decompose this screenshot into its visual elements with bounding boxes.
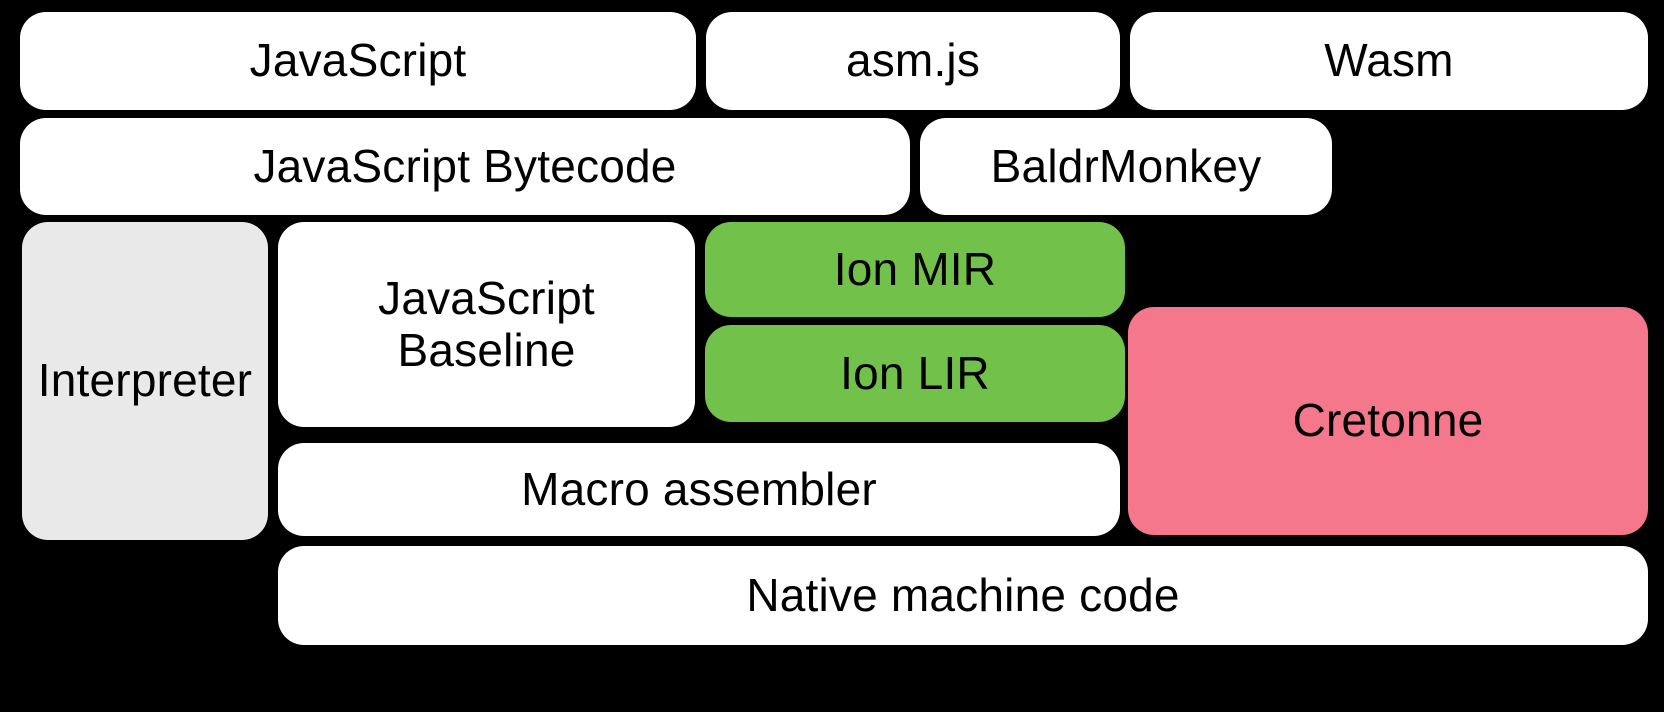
node-javascript-baseline: JavaScript Baseline (278, 222, 695, 427)
node-label: Ion LIR (840, 346, 990, 399)
node-native-machine-code: Native machine code (278, 546, 1648, 645)
node-label: Cretonne (1292, 394, 1484, 447)
node-ion-lir: Ion LIR (705, 325, 1125, 422)
node-baldrmonkey: BaldrMonkey (920, 118, 1332, 215)
node-asm-js: asm.js (706, 12, 1120, 110)
node-interpreter: Interpreter (22, 222, 268, 540)
node-label: JavaScript (249, 34, 467, 87)
node-cretonne: Cretonne (1128, 307, 1648, 535)
node-label: Wasm (1324, 34, 1454, 87)
node-label: Native machine code (746, 568, 1180, 621)
node-label: JavaScript Bytecode (253, 139, 677, 192)
node-label: JavaScript Baseline (378, 271, 595, 376)
node-label: Ion MIR (833, 242, 997, 295)
node-label: Macro assembler (521, 462, 877, 515)
node-javascript: JavaScript (20, 12, 696, 110)
node-javascript-bytecode: JavaScript Bytecode (20, 118, 910, 215)
node-wasm: Wasm (1130, 12, 1648, 110)
node-label: asm.js (845, 34, 981, 87)
node-macro-assembler: Macro assembler (278, 443, 1120, 536)
node-label: BaldrMonkey (990, 139, 1262, 192)
node-ion-mir: Ion MIR (705, 222, 1125, 317)
node-label: Interpreter (37, 354, 253, 407)
